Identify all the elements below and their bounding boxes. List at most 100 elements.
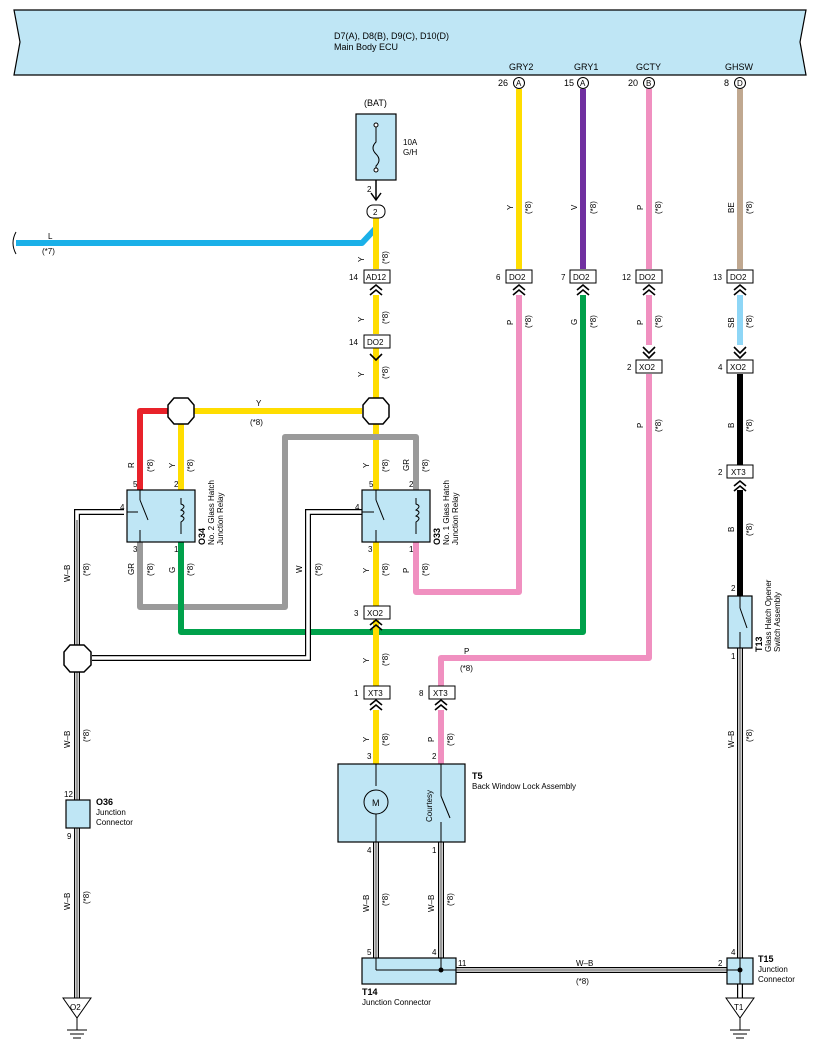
conn-pin: 12 [622, 273, 631, 282]
ecu-connectors: D7(A), D8(B), D9(C), D10(D) [334, 31, 449, 41]
wire-color: Y [362, 657, 371, 663]
fuse-rating: 10A [403, 138, 418, 147]
conn-pin: 8 [419, 689, 424, 698]
t13-id: T13 [754, 636, 764, 652]
o33-name: No. 1 Glass Hatch [442, 480, 451, 545]
wire-note: (*8) [250, 418, 263, 427]
wire-color: W–B [427, 895, 436, 912]
wire-note: (*8) [146, 563, 155, 576]
t5-pin: 1 [432, 846, 437, 855]
wire-color: W–B [362, 895, 371, 912]
wire-note: (*8) [146, 459, 155, 472]
conn-do2: DO2 [509, 273, 526, 282]
o34-id: O34 [197, 528, 207, 545]
junction-o36: 12 9 O36 Junction Connector [64, 790, 133, 841]
wb-wires [74, 509, 743, 998]
relay-pin: 1 [174, 545, 179, 554]
relay-pin: 2 [174, 480, 179, 489]
wire-note: (*8) [446, 893, 455, 906]
t15-pin: 2 [718, 959, 723, 968]
wire-note: (*8) [745, 419, 754, 432]
ground-label: T1 [734, 1003, 744, 1012]
relay-pin: 5 [133, 480, 138, 489]
connector-chevrons [369, 283, 747, 711]
wire-note: (*8) [381, 251, 390, 264]
wire-color: Y [357, 256, 366, 262]
conn-do2: DO2 [573, 273, 590, 282]
wire-color: W–B [63, 893, 72, 910]
wire-note: (*8) [576, 977, 589, 986]
conn-pin: 14 [349, 273, 358, 282]
wire-color: P [636, 320, 645, 325]
wire-note: (*8) [589, 315, 598, 328]
t5-motor: M [372, 798, 380, 808]
t15-name: Junction [758, 965, 788, 974]
wire-note: (*8) [524, 315, 533, 328]
wire-color: G [570, 319, 579, 325]
relay-pin: 3 [133, 545, 138, 554]
wire-color: Y [362, 462, 371, 468]
wire-color: Y [362, 567, 371, 573]
t15-id: T15 [758, 954, 774, 964]
wire-color: P [427, 737, 436, 742]
wire-color: W [295, 565, 304, 573]
wire-color: Y [357, 371, 366, 377]
wire-labels: Y (*8) Y (*8) Y (*8) Y (*8) Y (*8) V (*8… [63, 201, 754, 986]
back-window-lock-t5: M Courtesy 3 2 4 1 T5 Back Window Lock A… [337, 752, 576, 855]
conn-xt3: XT3 [731, 468, 746, 477]
ecu-pin-num: 20 [628, 78, 638, 88]
wire-color: Y [357, 316, 366, 322]
conn-pin: 2 [627, 363, 632, 372]
ecu-pin-conn: A [516, 79, 522, 88]
wire-note: (*8) [381, 311, 390, 324]
fuse-source: (BAT) [364, 98, 387, 108]
ecu-pin-name: GRY1 [574, 62, 598, 72]
wire-note: (*8) [745, 523, 754, 536]
ecu-pin-conn: B [646, 79, 651, 88]
wire-color: W–B [727, 731, 736, 748]
relay-pin: 5 [369, 480, 374, 489]
o34-name: No. 2 Glass Hatch [207, 480, 216, 545]
ecu-pin-num: 26 [498, 78, 508, 88]
wire-color: GR [402, 459, 411, 471]
ecu-pins: GRY2 26 A GRY1 15 A GCTY 20 B GHSW 8 D [498, 62, 754, 89]
wire-color: P [636, 423, 645, 428]
wire-color: P [402, 568, 411, 573]
relay-pin: 3 [368, 545, 373, 554]
junction-t15: 4 2 T15 Junction Connector [718, 948, 795, 985]
ecu-name: Main Body ECU [334, 42, 398, 52]
t5-pin: 2 [432, 752, 437, 761]
wire-color: W–B [63, 731, 72, 748]
conn-pin: 2 [718, 468, 723, 477]
relay-pin: 2 [409, 480, 414, 489]
wire-color: Y [256, 399, 262, 408]
conn-pin: 7 [561, 273, 566, 282]
wire-note: (*8) [186, 563, 195, 576]
t15-name2: Connector [758, 975, 795, 984]
wire-color: B [727, 423, 736, 428]
conn-pin: 3 [354, 609, 359, 618]
t13-pin: 1 [731, 652, 736, 661]
t13-name: Glass Hatch Opener [764, 579, 773, 652]
t5-name: Back Window Lock Assembly [472, 782, 576, 791]
conn-do2: DO2 [367, 338, 384, 347]
ecu-pin-name: GRY2 [509, 62, 533, 72]
wire-note: (*8) [654, 201, 663, 214]
wire-color: V [570, 204, 579, 210]
wire-color: Y [168, 462, 177, 468]
t14-pin: 4 [432, 948, 437, 957]
t14-pin: 11 [458, 959, 467, 968]
o36-name: Junction [96, 808, 126, 817]
fuse-gh: (BAT) 10A G/H 2 2 [355, 98, 418, 219]
junction-t14: 5 4 11 T14 Junction Connector [361, 948, 467, 1007]
wire-color: P [464, 647, 469, 656]
glass-hatch-opener-t13: 2 1 T13 Glass Hatch Opener Switch Assemb… [727, 579, 782, 661]
wire-color: P [636, 205, 645, 210]
wire-note: (*8) [745, 201, 754, 214]
wire-note: (*8) [421, 563, 430, 576]
conn-xo2: XO2 [367, 609, 384, 618]
wire-note: (*8) [314, 563, 323, 576]
t5-pin: 4 [367, 846, 372, 855]
